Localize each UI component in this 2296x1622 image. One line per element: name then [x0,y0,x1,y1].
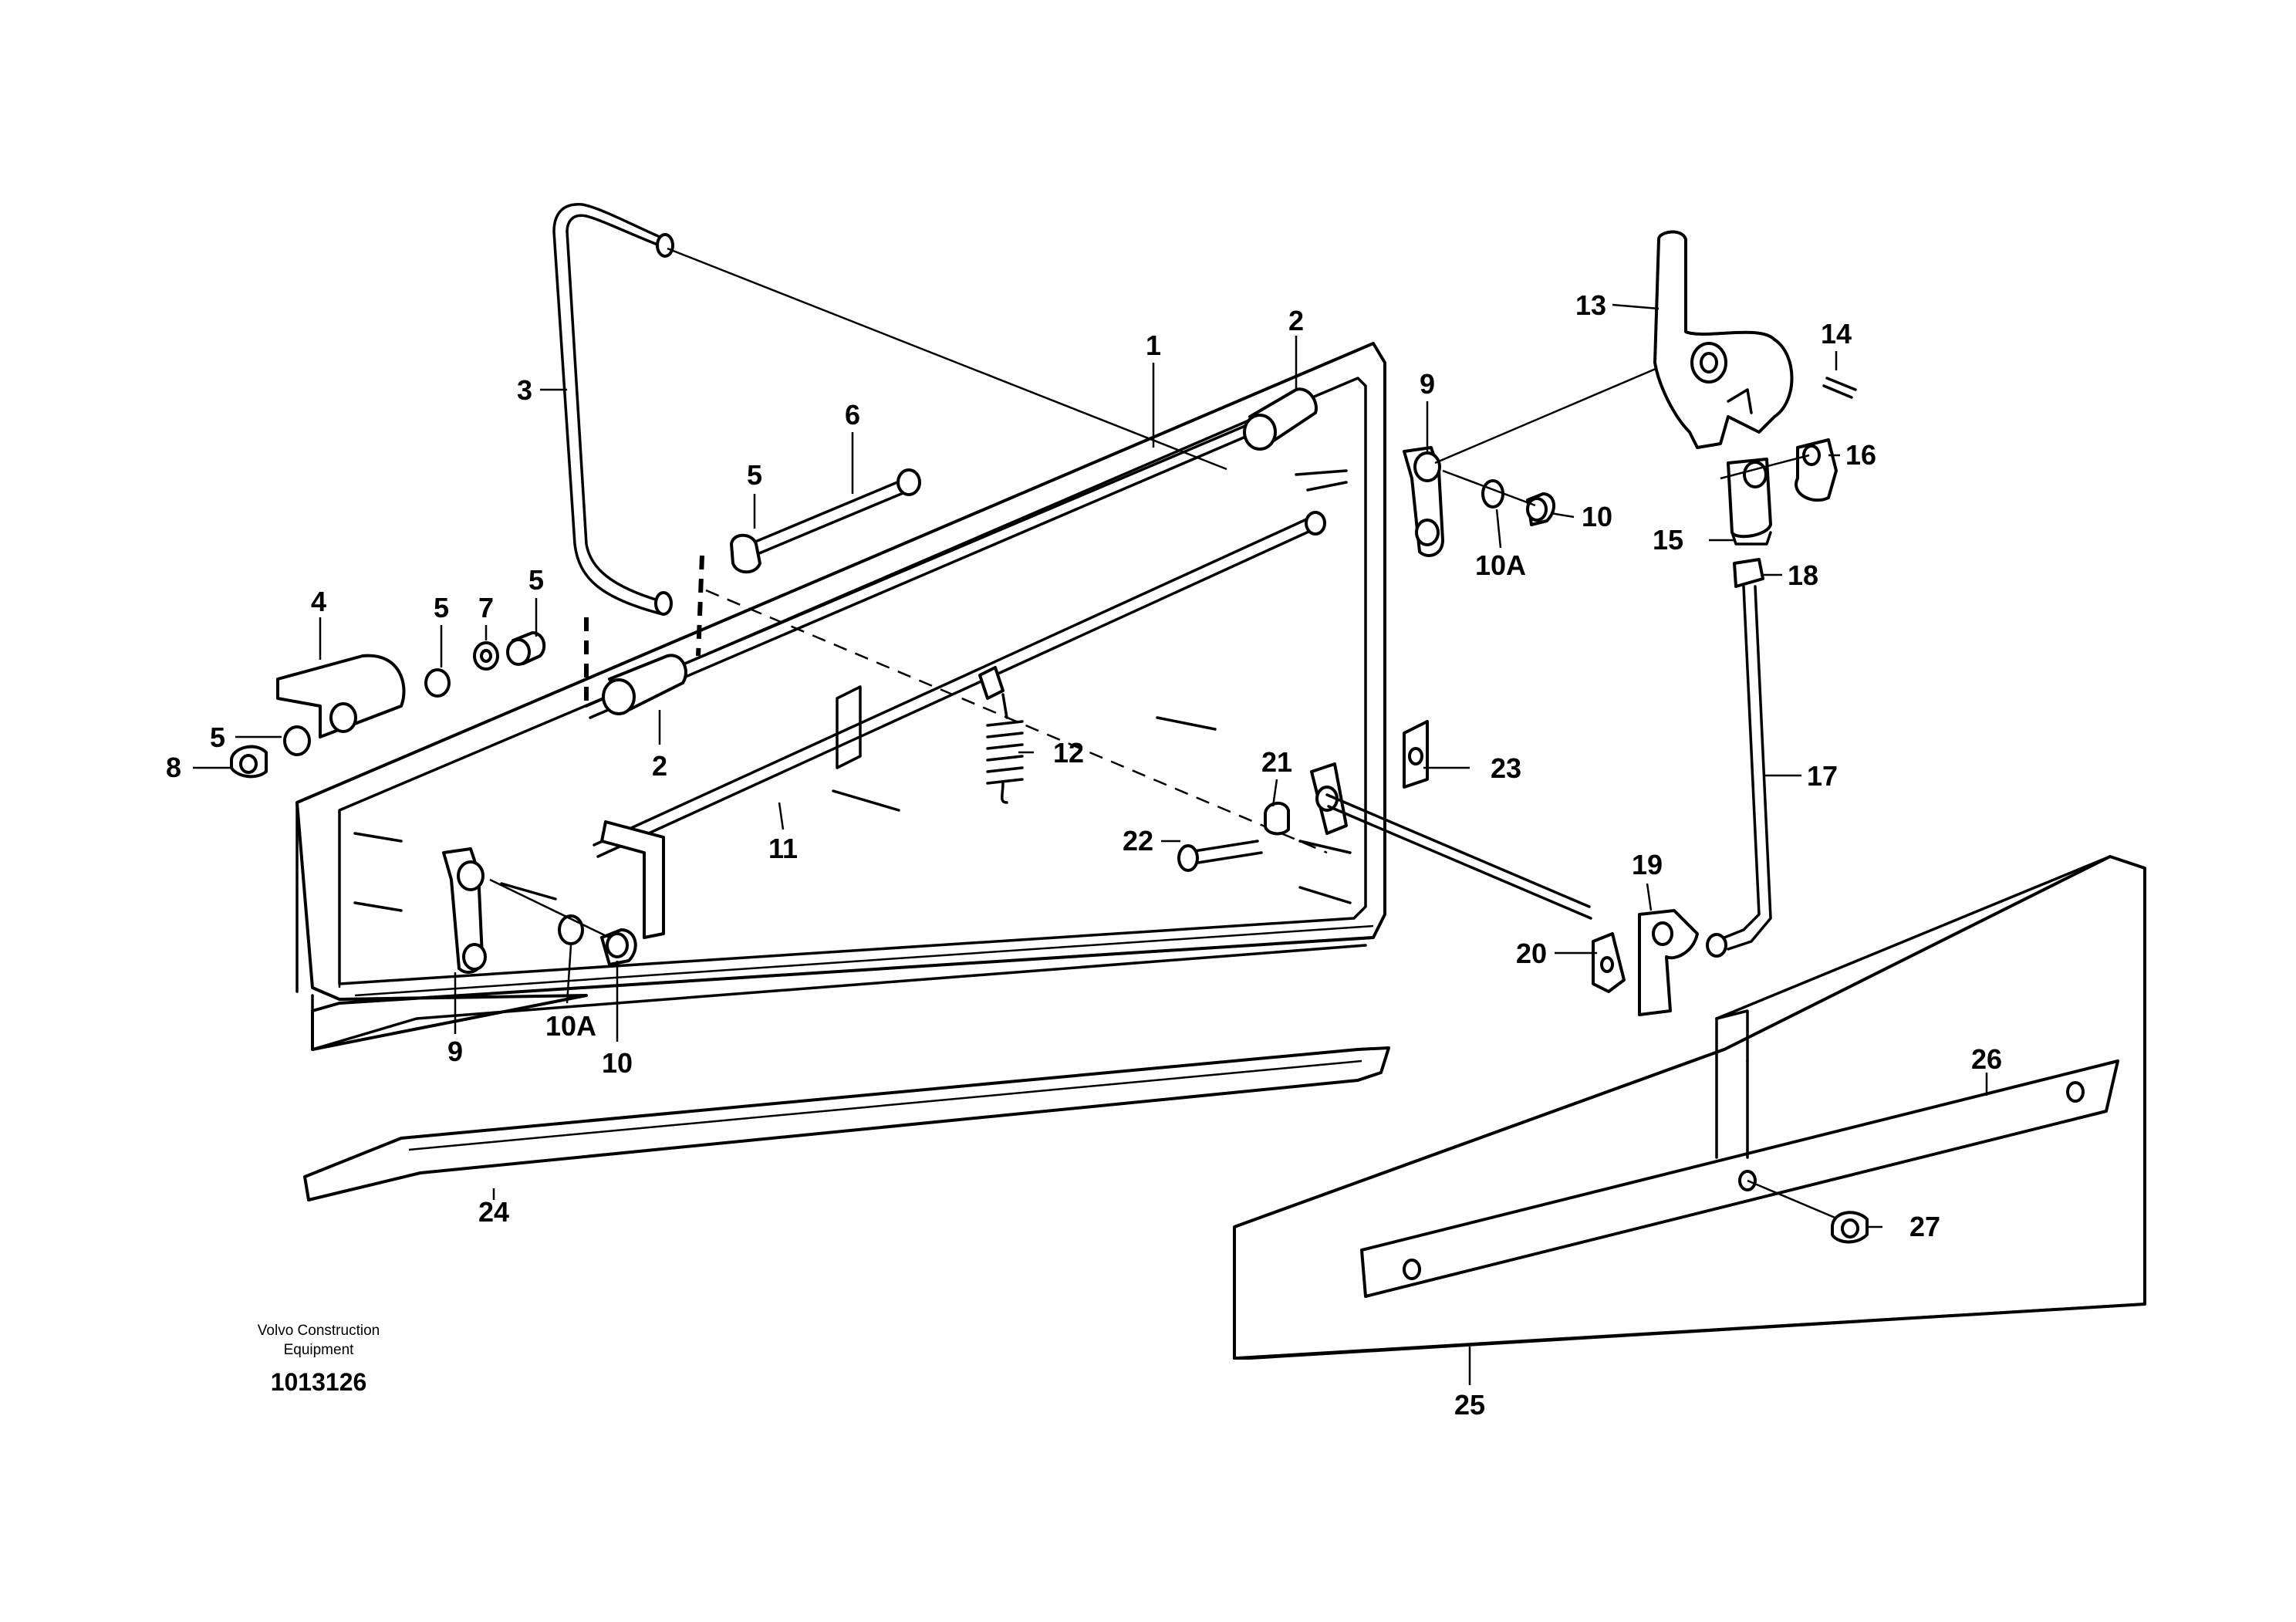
callout-14: 14 [1821,318,1852,350]
callout-5-top: 5 [747,459,762,491]
callout-10-upper: 10 [1582,501,1612,532]
callout-1: 1 [1146,329,1161,361]
hinge-part-9-upper [1403,446,1555,557]
callout-10A-upper: 10A [1475,549,1526,581]
callout-19: 19 [1632,849,1663,880]
callout-16: 16 [1845,439,1876,471]
callout-5-bottom: 5 [210,721,225,753]
nut-part-18 [1733,558,1764,588]
pin-part-14 [1822,377,1857,399]
callout-24: 24 [478,1196,509,1228]
callout-4: 4 [311,586,326,617]
block-part-25 [1233,855,2146,1360]
bracket-part-4 [276,654,406,738]
handle-part-3 [552,203,674,616]
rod-part-11 [593,511,1326,939]
hinge-part-9-lower [442,847,637,974]
callout-26: 26 [1971,1043,2002,1075]
leader-lines [193,303,1988,1385]
clevis-part-15 [1727,458,1772,546]
callout-9-upper: 9 [1420,368,1435,400]
callout-15: 15 [1653,524,1683,556]
callout-27: 27 [1909,1211,1940,1242]
callout-17: 17 [1807,760,1838,792]
credit-line-2: Equipment [284,1342,355,1358]
callout-6: 6 [845,399,860,431]
callout-13: 13 [1575,289,1606,321]
callout-5-mid-left: 5 [434,592,449,623]
callout-12: 12 [1053,737,1084,769]
callout-3: 3 [517,374,532,406]
callout-2-left: 2 [652,750,667,782]
linkage-parts [1177,720,1699,1016]
strip-part-24 [303,1046,1390,1201]
fasteners-left [230,468,921,779]
latch-part-13 [1653,230,1794,449]
callout-18: 18 [1788,559,1818,591]
callout-10A-lower: 10A [545,1010,596,1042]
rod-part-17 [1706,585,1772,958]
callout-11: 11 [768,833,798,864]
drawing-number: 1013126 [271,1368,367,1396]
callout-22: 22 [1123,825,1153,857]
callout-7: 7 [478,592,494,623]
callout-8: 8 [166,752,181,783]
callout-21: 21 [1261,746,1292,778]
callout-20: 20 [1516,938,1547,969]
callout-5-mid-right: 5 [528,564,544,596]
clip-part-16 [1720,438,1838,502]
callout-10-lower: 10 [602,1047,633,1079]
studs [353,469,1352,912]
spring-part-12 [986,693,1024,804]
callout-25: 25 [1454,1389,1485,1421]
credit-line-1: Volvo Construction [258,1323,380,1339]
footer: Volvo Construction Equipment 1013126 [258,1323,380,1396]
callouts: 1 2 2 3 4 5 5 5 5 6 7 8 9 9 10 10 10A 10… [166,289,2002,1421]
callout-2-top: 2 [1288,305,1304,336]
callout-23: 23 [1491,752,1521,784]
callout-9-lower: 9 [447,1036,463,1067]
